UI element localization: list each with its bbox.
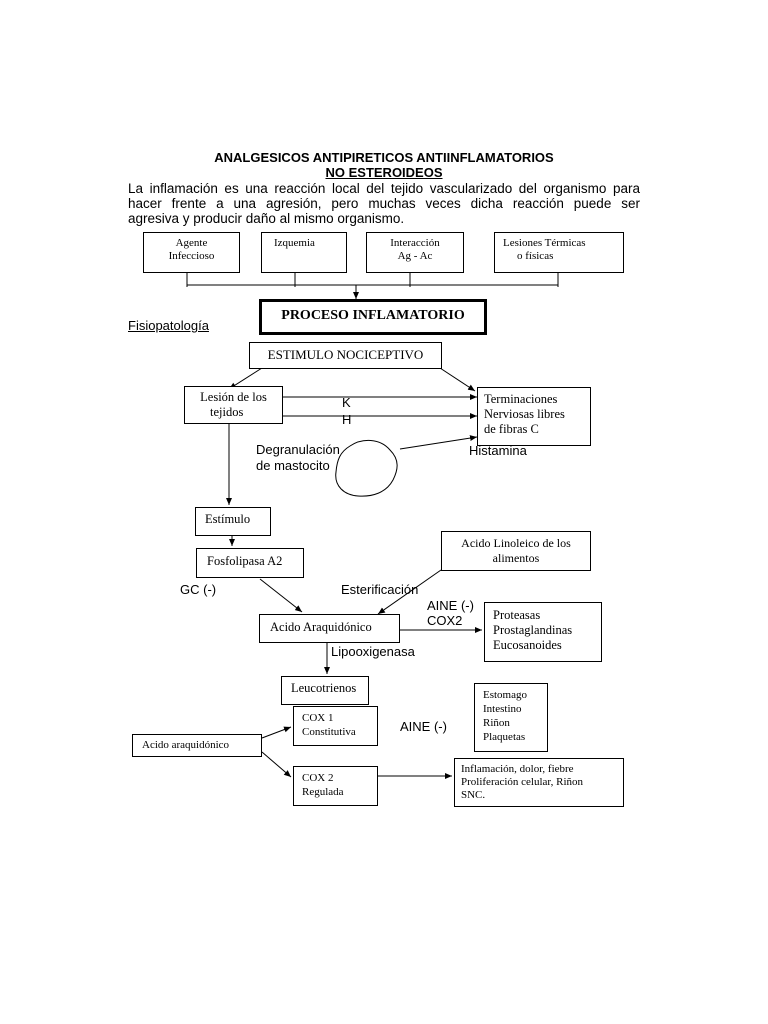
intro-paragraph: La inflamación es una reacción local del… — [128, 181, 640, 226]
terminaciones-line3: de fibras C — [484, 422, 539, 436]
prostaglandinas-label: Prostaglandinas — [493, 623, 573, 637]
mastocyte-blob — [335, 440, 398, 497]
proceso-inflamatorio-title: PROCESO INFLAMATORIO — [281, 308, 465, 323]
terminaciones-line2: Nerviosas libres — [484, 407, 565, 421]
fisiopatologia-label: Fisiopatología — [128, 318, 209, 333]
box-fosfolipasa: Fosfolipasa A2 — [196, 548, 304, 578]
lesiones-line1: Lesiones Térmicas — [503, 237, 586, 249]
title-line1: ANALGESICOS ANTIPIRETICOS ANTIINFLAMATOR… — [214, 150, 554, 165]
lesion-line2: tejidos — [210, 405, 244, 419]
degranulacion-line1: Degranulación — [256, 442, 340, 457]
cox2-line2: Regulada — [302, 786, 344, 798]
terminaciones-line1: Terminaciones — [484, 392, 558, 406]
acido-linoleico-line1: Acido Linoleico de los — [461, 536, 571, 550]
box-acido-linoleico: Acido Linoleico de los alimentos — [441, 531, 591, 571]
lesion-line1: Lesión de los — [200, 390, 267, 404]
h-label: H — [342, 412, 352, 427]
cox2-label: COX2 — [427, 613, 463, 628]
inflamacion-line2: Proliferación celular, Riñon — [461, 776, 584, 788]
intro-line-1: La inflamación es una reacción local del… — [128, 181, 640, 196]
aine-cox2-label: AINE (-) COX2 — [427, 598, 474, 628]
box-izquemia: Izquemia — [261, 232, 347, 273]
aine-1-label: AINE (-) — [427, 598, 474, 613]
gc-label: GC (-) — [180, 582, 217, 597]
cox1-line1: COX 1 — [302, 712, 334, 724]
cox2-line1: COX 2 — [302, 772, 334, 784]
intro-line-2: hacer frente a una agresión, pero muchas… — [128, 196, 640, 211]
estimulo-nociceptivo-label: ESTIMULO NOCICEPTIVO — [267, 347, 424, 362]
plaquetas-label: Plaquetas — [483, 731, 526, 743]
estimulo-label: Estímulo — [205, 512, 251, 526]
box-estomago: Estomago Intestino Riñon Plaquetas — [474, 683, 548, 752]
agente-line1: Agente — [175, 237, 208, 249]
box-acido-araquidonico-2: Acido araquidónico — [132, 734, 262, 757]
box-estimulo: Estímulo — [195, 507, 271, 536]
agente-line2: Infeccioso — [168, 250, 215, 262]
box-acido-araquidonico: Acido Araquidónico — [259, 614, 400, 643]
box-cox2: COX 2 Regulada — [293, 766, 378, 806]
box-proteasas: Proteasas Prostaglandinas Eucosanoides — [484, 602, 602, 662]
box-agente-infeccioso: Agente Infeccioso — [143, 232, 240, 273]
k-label: K — [342, 395, 351, 410]
proteasas-label: Proteasas — [493, 608, 541, 622]
intestino-label: Intestino — [483, 703, 522, 715]
box-terminaciones-nerviosas: Terminaciones Nerviosas libres de fibras… — [477, 387, 591, 446]
acido-araquidonico-2-label: Acido araquidónico — [142, 739, 230, 751]
degranulacion-label: Degranulación de mastocito — [256, 442, 340, 474]
inflamacion-line3: SNC. — [461, 789, 486, 801]
box-inflamacion: Inflamación, dolor, fiebre Proliferación… — [454, 758, 624, 807]
aine-2-label: AINE (-) — [400, 719, 447, 734]
acido-linoleico-line2: alimentos — [492, 551, 540, 565]
box-lesiones-termicas: Lesiones Térmicas o físicas — [494, 232, 624, 273]
cox1-line2: Constitutiva — [302, 726, 356, 738]
box-interaccion: Interacción Ag - Ac — [366, 232, 464, 273]
degranulacion-line2: de mastocito — [256, 458, 330, 473]
box-lesion-tejidos: Lesión de los tejidos — [184, 386, 283, 424]
box-estimulo-nociceptivo: ESTIMULO NOCICEPTIVO — [249, 342, 442, 369]
intro-line-3: agresiva y producir daño al mismo organi… — [128, 211, 405, 226]
box-leucotrienos: Leucotrienos — [281, 676, 369, 705]
esterificacion-label: Esterificación — [341, 582, 419, 597]
eucosanoides-label: Eucosanoides — [493, 638, 562, 652]
estomago-label: Estomago — [483, 689, 527, 701]
fosfolipasa-label: Fosfolipasa A2 — [207, 554, 283, 568]
histamina-label: Histamina — [469, 443, 527, 458]
inflamacion-line1: Inflamación, dolor, fiebre — [461, 763, 574, 775]
box-cox1: COX 1 Constitutiva — [293, 706, 378, 746]
izquemia-label: Izquemia — [274, 237, 315, 249]
interaccion-line1: Interacción — [390, 237, 440, 249]
lipooxigenasa-label: Lipooxigenasa — [331, 644, 415, 659]
box-proceso-inflamatorio: PROCESO INFLAMATORIO — [259, 299, 487, 335]
leucotrienos-label: Leucotrienos — [291, 681, 357, 695]
lesiones-line2: o físicas — [517, 250, 554, 262]
title-line2: NO ESTEROIDEOS — [325, 165, 443, 180]
interaccion-line2: Ag - Ac — [397, 250, 433, 262]
acido-araquidonico-label: Acido Araquidónico — [270, 620, 372, 634]
rinon-label: Riñon — [483, 717, 510, 729]
